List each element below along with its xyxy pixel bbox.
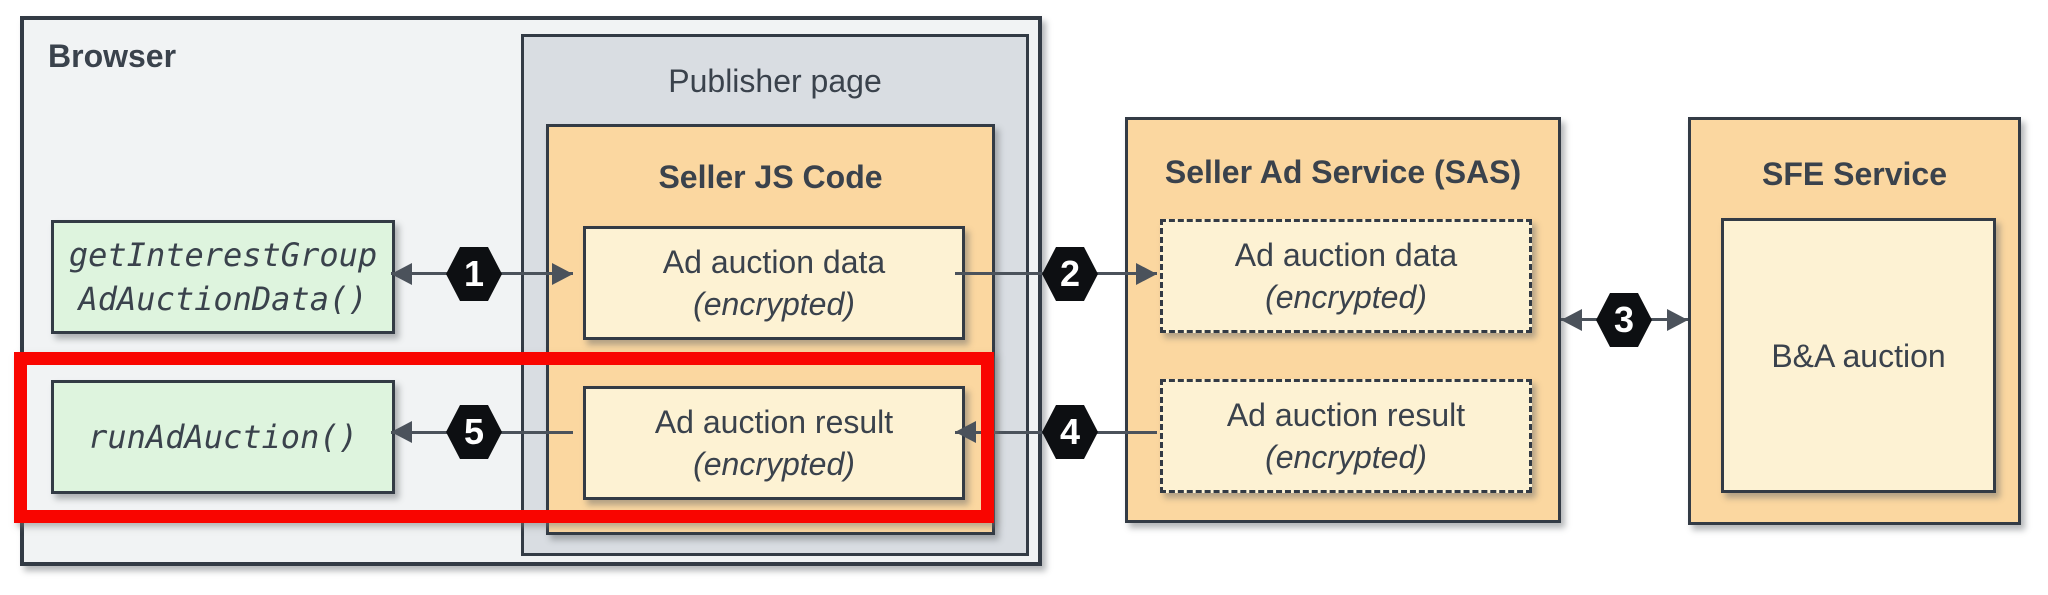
ba-auction-label: B&A auction (1771, 337, 1946, 374)
sas-ad-auction-data-label: Ad auction data (1234, 237, 1458, 273)
step-number: 1 (463, 253, 485, 294)
sas-ad-auction-result-label: Ad auction result (1226, 397, 1466, 433)
seller-js-code-title: Seller JS Code (658, 159, 883, 195)
step-number: 2 (1059, 253, 1081, 294)
ad-auction-data-label: Ad auction data (662, 244, 886, 280)
step-badge-1: 1 (446, 247, 502, 301)
step-number: 5 (463, 411, 485, 452)
ad-auction-data-box: Ad auction data (encrypted) (583, 226, 965, 340)
step-number: 4 (1059, 411, 1081, 452)
step-badge-4: 4 (1042, 405, 1098, 459)
step-number: 3 (1613, 299, 1635, 340)
get-interest-group-ad-auction-data-box: getInterestGroup AdAuctionData() (51, 220, 395, 334)
run-ad-auction-box: runAdAuction() (51, 380, 395, 494)
arrowhead-right-icon (552, 263, 573, 285)
encrypted-label: (encrypted) (693, 286, 855, 322)
sfe-service-title: SFE Service (1762, 156, 1947, 192)
ad-auction-result-label: Ad auction result (654, 404, 894, 440)
seller-ad-service-title: Seller Ad Service (SAS) (1164, 154, 1522, 190)
arrowhead-left-icon (955, 421, 976, 443)
ba-auction-box: B&A auction (1721, 218, 1996, 493)
encrypted-label: (encrypted) (1265, 439, 1427, 475)
arrowhead-left-icon (1561, 309, 1582, 331)
sas-ad-auction-result-box: Ad auction result (encrypted) (1160, 379, 1532, 493)
arrowhead-right-icon (1136, 263, 1157, 285)
browser-container: Browser getInterestGroup AdAuctionData()… (20, 16, 1042, 566)
step-badge-3: 3 (1596, 293, 1652, 347)
encrypted-label: (encrypted) (1265, 279, 1427, 315)
step-badge-5: 5 (446, 405, 502, 459)
seller-js-code-container: Seller JS Code Ad auction data (encrypte… (546, 124, 995, 535)
arrowhead-left-icon (391, 421, 412, 443)
publisher-page-container: Publisher page Seller JS Code Ad auction… (521, 34, 1029, 556)
arrowhead-left-icon (391, 263, 412, 285)
ad-auction-result-box: Ad auction result (encrypted) (583, 386, 965, 500)
sfe-service-container: SFE Service B&A auction (1688, 117, 2021, 525)
browser-title: Browser (48, 38, 177, 74)
sas-ad-auction-data-box: Ad auction data (encrypted) (1160, 219, 1532, 333)
api-call-line: AdAuctionData() (78, 280, 368, 318)
arrowhead-right-icon (1667, 309, 1688, 331)
publisher-page-title: Publisher page (668, 63, 882, 99)
highlight-rectangle (14, 352, 994, 523)
api-call-line: getInterestGroup (68, 236, 378, 274)
step-badge-2: 2 (1042, 247, 1098, 301)
api-call-line: runAdAuction() (88, 418, 358, 456)
encrypted-label: (encrypted) (693, 446, 855, 482)
seller-ad-service-container: Seller Ad Service (SAS) Ad auction data … (1125, 117, 1561, 523)
